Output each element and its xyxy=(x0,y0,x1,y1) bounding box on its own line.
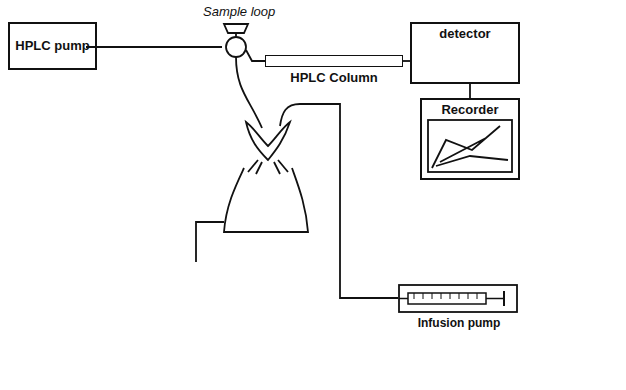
node-label: HPLC pump xyxy=(15,39,89,54)
bird-feet xyxy=(248,160,288,174)
node-label: Infusion pump xyxy=(398,317,520,331)
tubing xyxy=(246,50,265,61)
part-label: Sample loop xyxy=(203,4,275,19)
recorder-box: Recorder xyxy=(420,98,520,180)
syringe-symbol xyxy=(398,284,520,314)
syringe-pump: Infusion pump xyxy=(398,284,520,331)
chart-paper xyxy=(428,120,512,172)
node-label: detector xyxy=(439,27,490,42)
sample-loop-symbol xyxy=(224,24,248,33)
pump-box: HPLC pump xyxy=(8,22,97,70)
tubing-connector xyxy=(403,61,410,62)
injection-valve xyxy=(226,37,246,57)
tubing xyxy=(236,57,262,128)
tubing xyxy=(280,104,398,298)
chart-trace xyxy=(432,126,508,168)
tubing-connector xyxy=(470,84,471,98)
restrainer xyxy=(224,168,308,232)
column-tube xyxy=(265,55,403,67)
detector-box: detector xyxy=(410,22,520,84)
bird-head xyxy=(246,122,290,160)
lead xyxy=(196,222,224,262)
node-label: Recorder xyxy=(441,103,498,118)
column: HPLC Column xyxy=(265,55,403,86)
tubing xyxy=(86,46,222,48)
node-label: HPLC Column xyxy=(265,71,403,86)
